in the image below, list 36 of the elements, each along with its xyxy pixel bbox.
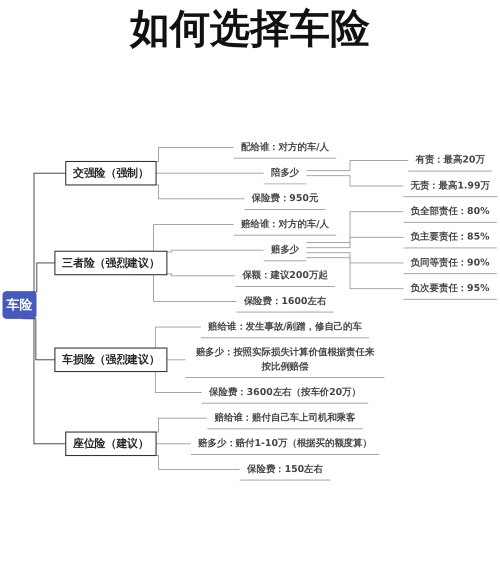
node-box: 座位险（建议）: [65, 432, 157, 456]
node-text: 保险费：150左右: [247, 464, 323, 475]
connector: [306, 236, 404, 248]
node-box: 三者险（强烈建议）: [54, 250, 168, 276]
node-text: 配给谁：对方的车/人: [241, 142, 329, 153]
node-text: 无责：最高1.99万: [410, 180, 490, 192]
connector: [156, 172, 264, 174]
node-text: 赔给谁：赔付自己车上司机和乘客: [214, 412, 356, 424]
connector: [306, 211, 404, 244]
connector: [306, 160, 409, 172]
node-text: 赔多少：赔付1-10万（根据买的额度算）: [198, 438, 372, 450]
node-text: 赔给谁：对方的车/人: [241, 218, 329, 230]
connector: [156, 443, 192, 444]
connector: [166, 274, 236, 276]
connector: [22, 318, 66, 444]
node-text: 保险费：3600左右（按车价20万）: [209, 386, 361, 398]
node-box: 车损险（强烈建议）: [54, 348, 168, 372]
node-text: 赔多少: [270, 244, 300, 256]
node-text: 负全部责任：80%: [410, 206, 490, 217]
connector: [306, 252, 404, 264]
connector: [306, 175, 404, 186]
node-text: 保险费：950元: [252, 193, 318, 204]
connector: [166, 250, 264, 252]
node-box: 交强险（强制）: [65, 160, 157, 186]
connector: [306, 257, 404, 290]
node-text: 负同等责任：90%: [410, 257, 490, 268]
node-text: 保额：建议200万起: [242, 270, 328, 282]
node-text: 陪多少: [270, 168, 300, 178]
node-text: 负次要责任：95%: [410, 283, 490, 294]
node-text: 赔多少：按照实际损失计算价值根据责任来按比例赔偿: [196, 347, 374, 372]
node-text: 保险费：1600左右: [244, 296, 326, 307]
connector: [166, 359, 186, 360]
node-text: 负主要责任：85%: [410, 232, 490, 243]
title: 如何选择车险: [130, 5, 370, 54]
node-text: 有责：最高20万: [415, 154, 485, 166]
node-text: 赔给谁：发生事故/剐蹭，修自己的车: [208, 322, 362, 332]
